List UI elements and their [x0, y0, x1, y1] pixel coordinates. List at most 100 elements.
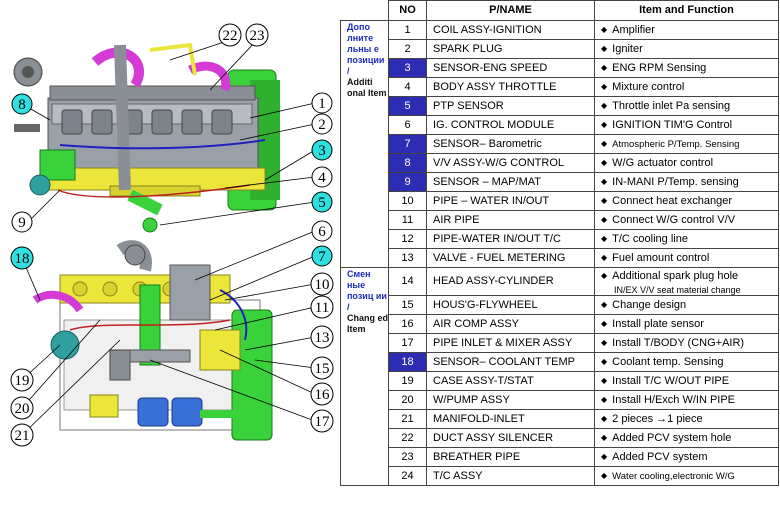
engine-bottom-view [32, 240, 273, 441]
row-number: 13 [388, 248, 427, 268]
row-function-text: Install T/C W/OUT PIPE [601, 375, 729, 387]
row-number: 24 [388, 466, 427, 486]
row-part-name: SENSOR– COOLANT TEMP [426, 352, 595, 372]
row-function-subtext: IN/EX V/V seat material change [614, 285, 741, 295]
row-function: T/C cooling line [594, 229, 779, 249]
row-function: Coolant temp. Sensing [594, 352, 779, 372]
svg-text:23: 23 [250, 28, 265, 44]
svg-text:11: 11 [315, 300, 329, 316]
row-function-text: Connect heat exchanger [601, 195, 732, 207]
callout-20: 20 [10, 396, 34, 420]
callout-12: 12 [293, 288, 308, 304]
row-function-text: Install plate sensor [601, 318, 704, 330]
row-part-name: VALVE - FUEL METERING [426, 248, 595, 268]
callout-8: 8 [11, 93, 33, 115]
category-label-ru: Допо лните льны е позиции / [347, 22, 385, 76]
row-function: 2 pieces →1 piece [594, 409, 779, 429]
row-part-name: T/C ASSY [426, 466, 595, 486]
category-additional-item: Допо лните льны е позиции /Additi onal I… [340, 20, 389, 268]
row-function: ENG RPM Sensing [594, 58, 779, 78]
callout-2: 2 [311, 113, 333, 135]
row-function: Atmospheric P/Temp. Sensing [594, 134, 779, 154]
row-number: 1 [388, 20, 427, 40]
category-changed-item: Смен ные позиц ии /Chang ed Item [340, 267, 389, 486]
row-number: 7 [388, 134, 427, 154]
row-function: Install T/C W/OUT PIPE [594, 371, 779, 391]
row-part-name: PTP SENSOR [426, 96, 595, 116]
callout-18: 18 [10, 246, 34, 270]
callout-4: 4 [311, 166, 333, 188]
row-part-name: COIL ASSY-IGNITION [426, 20, 595, 40]
callout-3: 3 [311, 139, 333, 161]
callouts: 1 2 3 4 5 6 7 8 9 10 11 12 13 14 15 16 1… [10, 23, 334, 447]
row-function-text: Fuel amount control [601, 252, 709, 264]
engine-top-view [13, 42, 280, 233]
callout-7: 7 [311, 245, 333, 267]
row-function: Connect heat exchanger [594, 191, 779, 211]
row-number: 8 [388, 153, 427, 173]
category-label-ru: Смен ные позиц ии / [347, 269, 387, 312]
row-function-text: Amplifier [601, 24, 655, 36]
row-function: Throttle inlet Pa sensing [594, 96, 779, 116]
row-part-name: V/V ASSY-W/G CONTROL [426, 153, 595, 173]
row-function: Igniter [594, 39, 779, 59]
svg-text:13: 13 [315, 330, 330, 346]
row-part-name: CASE ASSY-T/STAT [426, 371, 595, 391]
row-part-name: PIPE – WATER IN/OUT [426, 191, 595, 211]
header-category [340, 0, 389, 21]
engine-diagram: 1 2 3 4 5 6 7 8 9 10 11 12 13 14 15 16 1… [10, 23, 334, 447]
svg-text:7: 7 [318, 249, 326, 265]
row-part-name: HOUS'G-FLYWHEEL [426, 295, 595, 315]
callout-16: 16 [310, 382, 334, 406]
row-function: Added PCV system [594, 447, 779, 467]
row-number: 4 [388, 77, 427, 97]
svg-text:2: 2 [318, 117, 326, 133]
callout-1: 1 [311, 92, 333, 114]
row-number: 22 [388, 428, 427, 448]
row-function-text: IGNITION TIM'G Control [601, 119, 732, 131]
row-function: W/G actuator control [594, 153, 779, 173]
svg-text:9: 9 [18, 215, 26, 231]
callout-10: 10 [310, 272, 334, 296]
row-function: Change design [594, 295, 779, 315]
row-number: 14 [388, 267, 427, 296]
svg-text:18: 18 [15, 251, 30, 267]
row-part-name: BREATHER PIPE [426, 447, 595, 467]
row-number: 9 [388, 172, 427, 192]
row-function-text: Igniter [601, 43, 643, 55]
row-number: 2 [388, 39, 427, 59]
svg-text:6: 6 [318, 224, 326, 240]
row-function-text: W/G actuator control [601, 157, 713, 169]
row-part-name: W/PUMP ASSY [426, 390, 595, 410]
row-part-name: SPARK PLUG [426, 39, 595, 59]
parts-table: NO P/NAME Item and Function Допо лните л… [340, 0, 779, 486]
row-function-text: Install H/Exch W/IN PIPE [601, 394, 735, 406]
svg-text:5: 5 [318, 195, 326, 211]
header-function: Item and Function [594, 0, 779, 21]
row-function: Connect W/G control V/V [594, 210, 779, 230]
callout-21: 21 [10, 423, 34, 447]
row-function: Amplifier [594, 20, 779, 40]
row-number: 5 [388, 96, 427, 116]
row-part-name: BODY ASSY THROTTLE [426, 77, 595, 97]
table-body: Допо лните льны е позиции /Additi onal I… [340, 20, 779, 486]
svg-text:12: 12 [293, 288, 308, 304]
row-function: Fuel amount control [594, 248, 779, 268]
svg-text:16: 16 [315, 387, 331, 403]
row-function-text: Atmospheric P/Temp. Sensing [601, 139, 739, 150]
row-number: 19 [388, 371, 427, 391]
row-function-text: 2 pieces →1 piece [601, 413, 703, 425]
svg-text:8: 8 [18, 97, 26, 113]
